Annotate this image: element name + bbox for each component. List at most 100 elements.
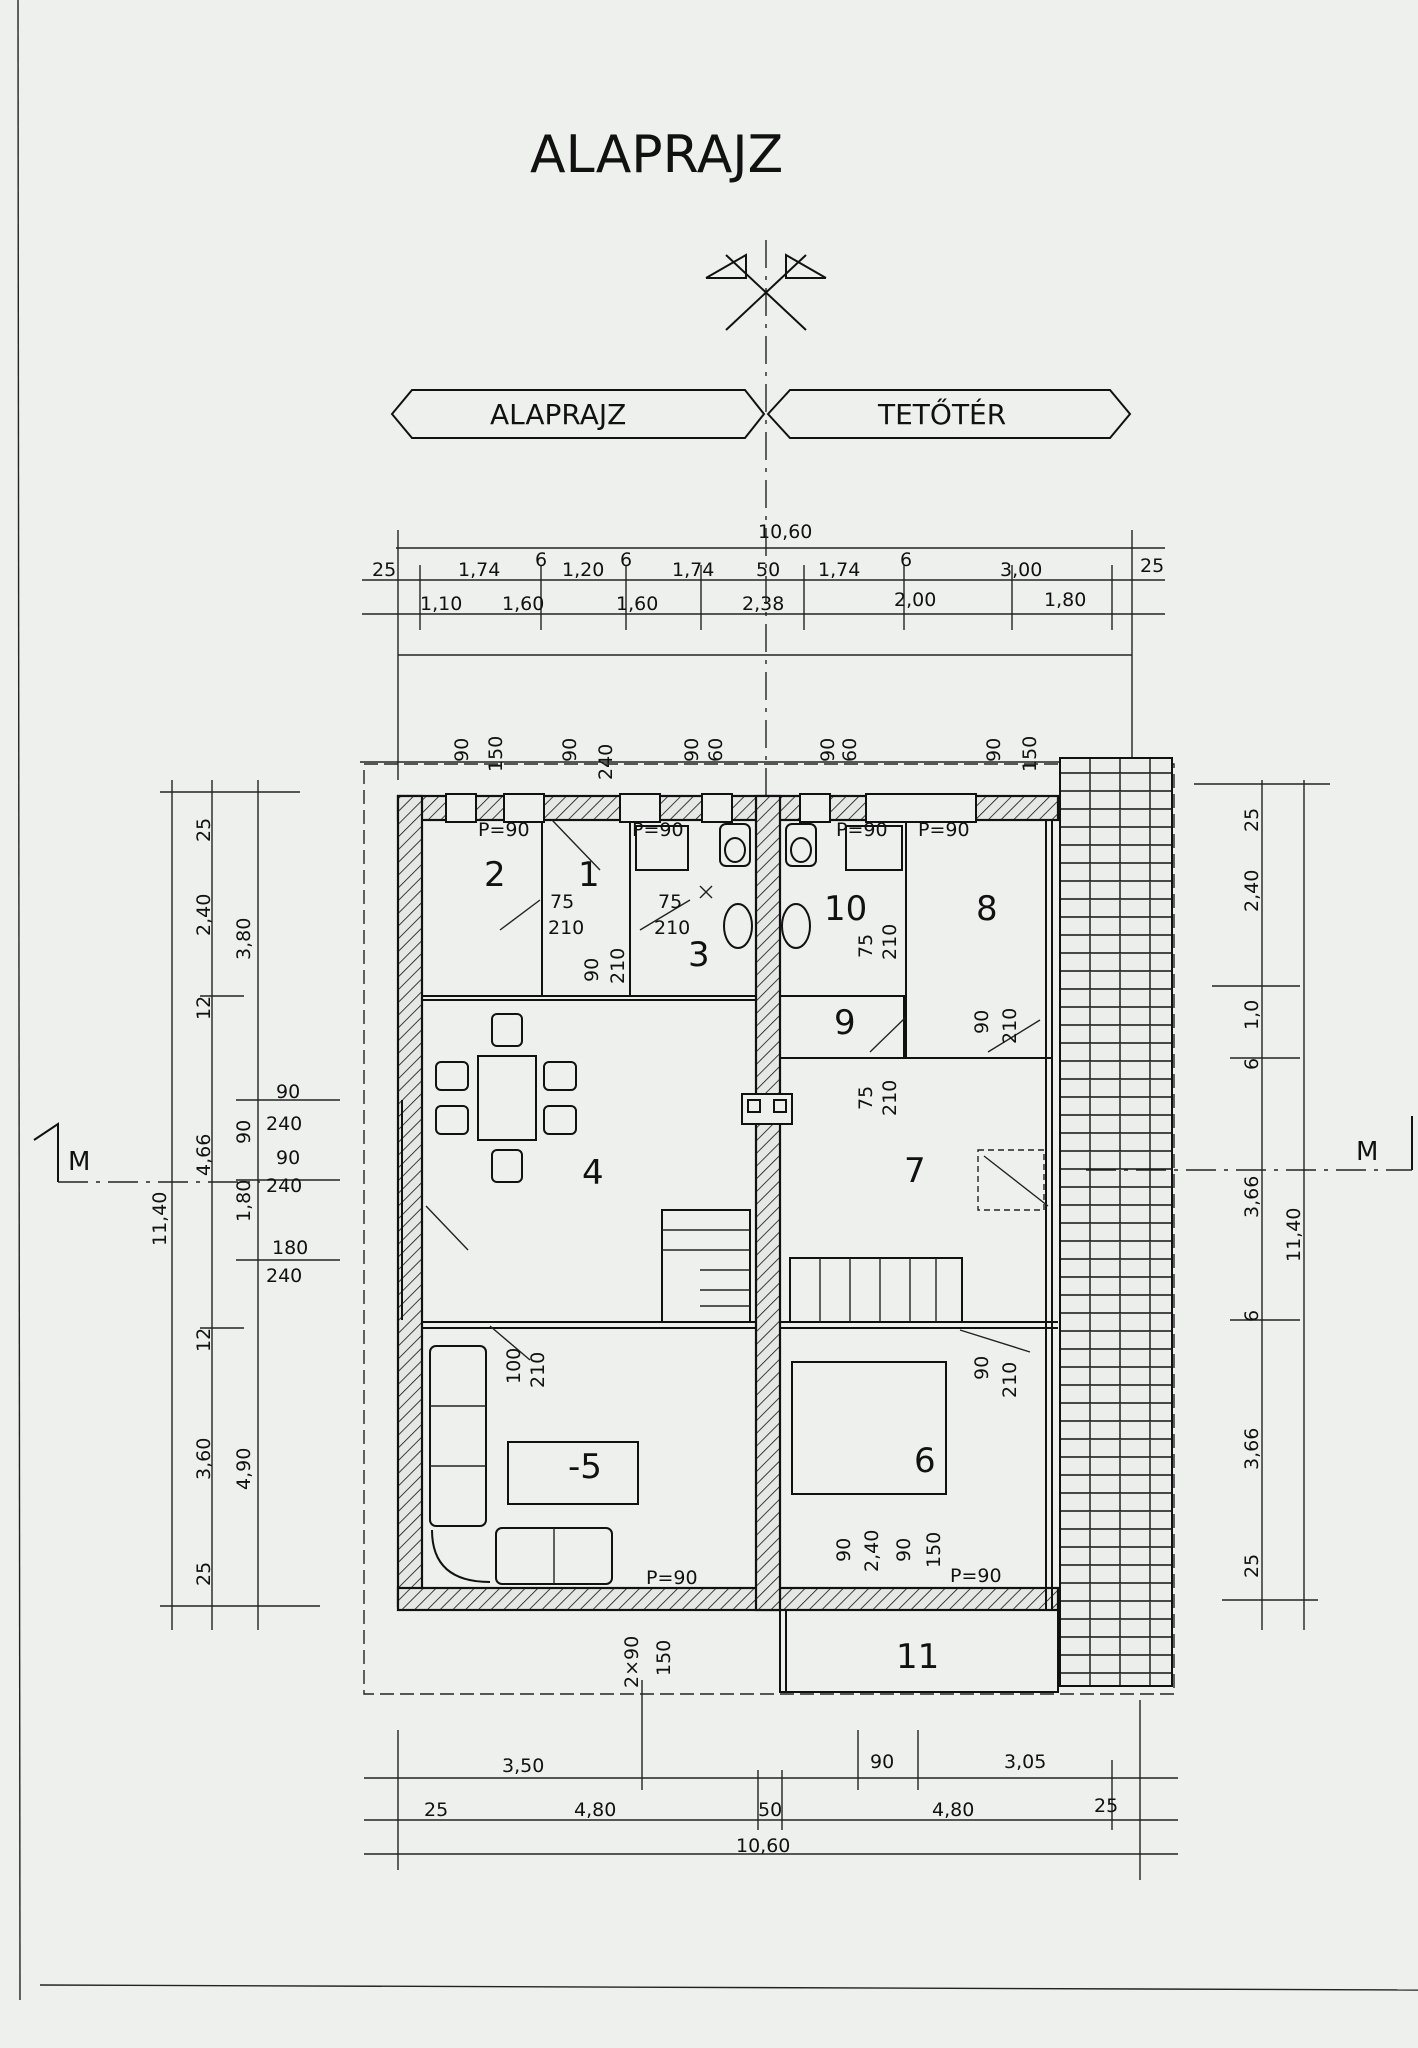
sheet-border-bottom <box>39 1984 1418 1991</box>
svg-text:P=90: P=90 <box>632 819 684 841</box>
svg-text:150: 150 <box>923 1532 945 1568</box>
living-furniture <box>429 1345 947 1585</box>
view-tab-tetoter[interactable]: TETŐTÉR <box>766 389 1132 439</box>
svg-text:4,80: 4,80 <box>932 1799 974 1821</box>
top-windows <box>445 793 977 823</box>
svg-text:TETŐTÉR: TETŐTÉR <box>877 397 1006 431</box>
svg-text:1,74: 1,74 <box>672 559 714 581</box>
svg-text:25: 25 <box>193 818 215 842</box>
svg-text:25: 25 <box>1140 555 1164 577</box>
svg-text:P=90: P=90 <box>836 819 888 841</box>
svg-text:90: 90 <box>451 738 473 762</box>
svg-text:90: 90 <box>983 738 1005 762</box>
svg-text:75: 75 <box>550 891 574 913</box>
svg-text:M: M <box>68 1147 90 1177</box>
svg-text:210: 210 <box>654 917 690 939</box>
svg-text:90: 90 <box>971 1010 993 1034</box>
room-8: 8 <box>976 889 998 929</box>
svg-text:90: 90 <box>870 1751 894 1773</box>
svg-text:M: M <box>1356 1137 1378 1167</box>
svg-text:90: 90 <box>833 1538 855 1562</box>
bottom-dimensions: 3,50 90 3,05 25 4,80 50 4,80 25 10,60 <box>364 1680 1178 1880</box>
wall-bottom <box>396 1586 1060 1612</box>
svg-text:210: 210 <box>607 948 629 984</box>
svg-text:4,90: 4,90 <box>233 1448 255 1490</box>
svg-text:3,60: 3,60 <box>193 1438 215 1480</box>
svg-text:240: 240 <box>266 1265 302 1287</box>
view-tab-alaprajz[interactable]: ALAPRAJZ <box>390 389 766 439</box>
svg-text:1,60: 1,60 <box>502 593 544 615</box>
svg-text:6: 6 <box>1241 1310 1263 1322</box>
svg-text:90: 90 <box>276 1081 300 1103</box>
room-5: -5 <box>568 1447 602 1487</box>
svg-text:1,80: 1,80 <box>233 1180 255 1222</box>
svg-text:12: 12 <box>193 996 215 1020</box>
svg-text:2,00: 2,00 <box>894 589 936 611</box>
svg-text:2,40: 2,40 <box>1241 870 1263 912</box>
svg-text:25: 25 <box>1241 1554 1263 1578</box>
svg-text:90: 90 <box>233 1120 255 1144</box>
svg-text:210: 210 <box>879 924 901 960</box>
svg-text:1,20: 1,20 <box>562 559 604 581</box>
svg-text:90: 90 <box>681 738 703 762</box>
top-dimensions: 10,60 25 1,74 6 1,20 6 1,74 50 1,74 6 3,… <box>362 521 1165 780</box>
svg-text:2,40: 2,40 <box>861 1530 883 1572</box>
svg-text:1,60: 1,60 <box>616 593 658 615</box>
svg-text:90: 90 <box>581 958 603 982</box>
svg-text:210: 210 <box>999 1362 1021 1398</box>
opening-labels: P=90 P=90 P=90 P=90 P=90 P=90 75 210 75 … <box>478 819 1021 1688</box>
svg-text:25: 25 <box>1094 1795 1118 1817</box>
svg-text:1,10: 1,10 <box>420 593 462 615</box>
svg-text:50: 50 <box>756 559 780 581</box>
svg-text:2×90: 2×90 <box>621 1636 643 1688</box>
svg-text:240: 240 <box>595 744 617 780</box>
svg-text:3,50: 3,50 <box>502 1755 544 1777</box>
room-2: 2 <box>484 855 506 895</box>
section-marker-left: M <box>33 1122 260 1183</box>
room-3: 3 <box>688 935 710 975</box>
svg-text:6: 6 <box>620 549 632 571</box>
svg-text:25: 25 <box>193 1562 215 1586</box>
svg-text:25: 25 <box>1241 808 1263 832</box>
svg-text:75: 75 <box>855 934 877 958</box>
svg-text:1,74: 1,74 <box>818 559 860 581</box>
svg-text:25: 25 <box>372 559 396 581</box>
svg-text:1,0: 1,0 <box>1241 1000 1263 1030</box>
svg-text:10,60: 10,60 <box>758 521 812 543</box>
axis-symbol <box>705 240 827 860</box>
room-1: 1 <box>578 855 600 895</box>
svg-text:2,38: 2,38 <box>742 593 784 615</box>
svg-text:P=90: P=90 <box>918 819 970 841</box>
svg-text:6: 6 <box>535 549 547 571</box>
svg-text:4,66: 4,66 <box>193 1134 215 1176</box>
roof-strip <box>1059 757 1173 1687</box>
svg-text:150: 150 <box>485 736 507 772</box>
building-plan <box>363 763 1175 1695</box>
svg-text:3,05: 3,05 <box>1004 1751 1046 1773</box>
svg-text:90: 90 <box>893 1538 915 1562</box>
svg-text:6: 6 <box>900 549 912 571</box>
svg-text:12: 12 <box>193 1328 215 1352</box>
svg-text:240: 240 <box>266 1113 302 1135</box>
right-dimensions: 25 2,40 1,0 6 3,66 6 3,66 25 11,40 <box>1194 780 1330 1630</box>
svg-text:60: 60 <box>705 738 727 762</box>
svg-text:P=90: P=90 <box>478 819 530 841</box>
svg-text:3,66: 3,66 <box>1241 1176 1263 1218</box>
sheet-border-left <box>17 0 21 2001</box>
svg-text:11,40: 11,40 <box>1283 1208 1305 1262</box>
svg-text:50: 50 <box>758 1799 782 1821</box>
stairs <box>661 1209 963 1323</box>
svg-text:90: 90 <box>817 738 839 762</box>
room-7: 7 <box>904 1151 926 1191</box>
svg-text:25: 25 <box>424 1799 448 1821</box>
top-opening-dimensions: 90 150 90 240 90 60 90 60 90 150 <box>360 736 1170 780</box>
door-swings <box>425 819 1049 1361</box>
bathroom-fixtures <box>635 823 903 949</box>
svg-text:150: 150 <box>1019 736 1041 772</box>
room-4: 4 <box>582 1153 604 1193</box>
svg-text:10,60: 10,60 <box>736 1835 790 1857</box>
room-numbers: 1 2 3 4 -5 6 7 8 9 10 11 <box>484 855 998 1677</box>
svg-text:P=90: P=90 <box>646 1567 698 1589</box>
svg-text:210: 210 <box>548 917 584 939</box>
